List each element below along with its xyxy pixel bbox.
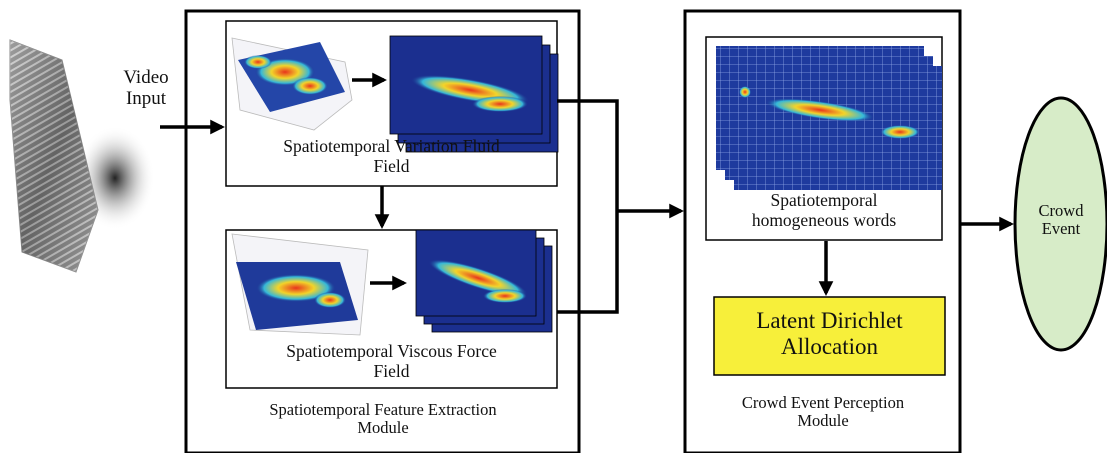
homogeneous-words-label-line1: Spatiotemporal [770,190,878,210]
viscous-field-3d-surface-plot [231,233,369,336]
lda-box [713,296,946,376]
lda-label: Latent Dirichlet Allocation [714,308,945,360]
fluid-to-merge-connector [557,99,619,211]
crowd-event-label: Crowd Event [1016,201,1106,239]
viscous-field-label-line1: Spatiotemporal Viscous Force [286,341,497,361]
crowd-event-label-line2: Event [1041,219,1081,239]
homogeneous-words-label-line2: homogeneous words [751,209,897,230]
feature-module-title-line1: Spatiotemporal Feature Extraction [269,400,497,419]
lda-label-line2: Allocation [780,333,879,359]
fluid-field-heatmap-stack [389,35,559,153]
lda-label-line1: Latent Dirichlet [756,308,903,333]
homogeneous-words-label: Spatiotemporal homogeneous words [706,190,942,230]
video-input-label-line2: Input [125,88,167,110]
fluid-field-label-line2: Field [373,155,410,176]
homogeneous-words-panel [705,36,943,241]
fluid-field-label-line1: Spatiotemporal Variation Fluid [283,136,500,156]
video-input-label: Video Input [104,67,188,110]
crowd-event-label-line1: Crowd [1038,201,1084,220]
perception-module-title-line2: Module [797,411,849,431]
perception-module-title-line1: Crowd Event Perception [741,393,905,412]
video-input-label-line1: Video [123,67,169,88]
viscous-field-label-line2: Field [373,360,410,381]
viscous-field-label: Spatiotemporal Viscous Force Field [226,341,557,381]
video-frames-image [9,39,155,273]
crowd-event-perception-module-box [683,9,962,453]
fluid-field-3d-surface-plot [231,37,353,131]
viscous-field-heatmap-stack [415,229,553,333]
perception-module-title: Crowd Event Perception Module [687,393,959,431]
feature-module-title: Spatiotemporal Feature Extraction Module [188,400,578,438]
feature-module-title-line2: Module [357,418,409,438]
fluid-field-label: Spatiotemporal Variation Fluid Field [226,136,557,176]
feature-extraction-module-box [184,9,581,453]
viscous-to-merge-connector [557,211,619,314]
viscous-field-panel [225,229,558,389]
fluid-field-panel [225,20,559,187]
crowd-event-ellipse [1013,96,1107,352]
